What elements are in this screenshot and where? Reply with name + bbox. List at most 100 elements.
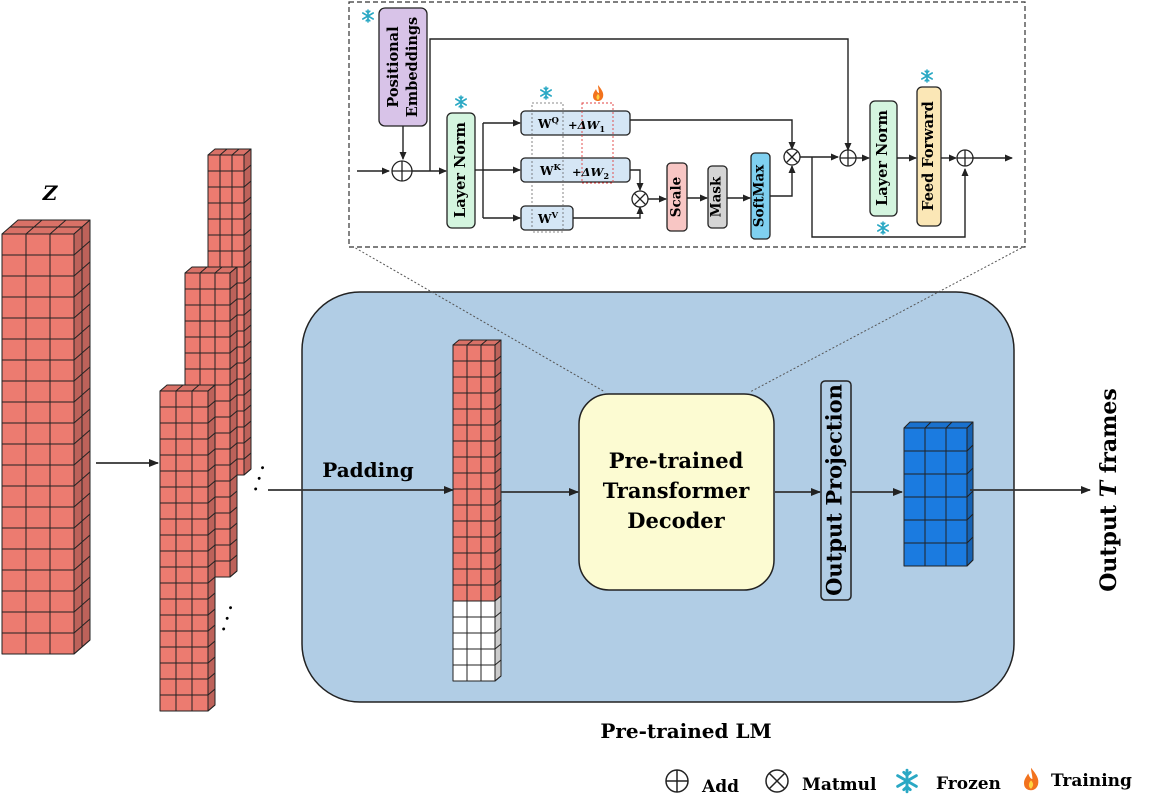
positional-embeddings-label-1: Positional [385, 26, 402, 108]
cube-grid-line [243, 468, 252, 476]
output-projection-box [820, 380, 852, 601]
cube-grid-line [494, 467, 502, 474]
cube-grid-line [243, 436, 252, 444]
cube-grid-line [494, 451, 502, 458]
legend-training-icon [1024, 767, 1039, 791]
cube-grid-line [494, 611, 502, 618]
inset-connector-left [351, 245, 606, 393]
cube-grid-line [207, 608, 216, 616]
cube-grid-line [466, 339, 474, 346]
cube-grid-line [207, 672, 216, 680]
cube-grid-line [966, 559, 974, 567]
cube-grid-line [207, 464, 216, 472]
cube-grid-line [480, 339, 488, 346]
cube-grid-line [229, 314, 238, 322]
cube-grid-line [229, 458, 238, 466]
layer-norm-label-2: Layer Norm [874, 109, 891, 205]
cube-grid-line [966, 536, 974, 544]
cube-grid-line [229, 474, 238, 482]
cube-grid-line [494, 499, 502, 506]
cube-grid-line [207, 512, 216, 520]
legend-frozen-label: Frozen [936, 774, 1001, 794]
cube-grid-line [191, 384, 200, 392]
wq-label: WQ [537, 116, 559, 131]
cube-grid-line [243, 356, 252, 364]
add-op-3 [956, 149, 974, 167]
cube-grid-line [207, 640, 216, 648]
wk-label: WK [539, 163, 561, 178]
cube-grid-line [229, 282, 238, 290]
cube-grid-line [243, 180, 252, 188]
cube-grid-line [229, 362, 238, 370]
cube-grid-line [207, 544, 216, 552]
legend-add-label: Add [701, 777, 739, 797]
legend-frozen-icon [896, 768, 918, 794]
stack-padded-side-1 [494, 595, 502, 682]
output-projection-label: Output Projection [822, 384, 847, 596]
cube-grid-line [207, 400, 216, 408]
dw1-label: +ΔW1 [568, 118, 605, 134]
cube-grid-line [229, 394, 238, 402]
positional-embeddings-label-2: Embeddings [404, 17, 421, 117]
legend-matmul-label: Matmul [802, 775, 877, 795]
cube-grid-line [243, 372, 252, 380]
cube-grid-line [207, 704, 216, 712]
stack-padded-top [452, 339, 502, 346]
cube-grid-line [243, 292, 252, 300]
cube-grid-line [207, 688, 216, 696]
cube-grid-line [231, 148, 240, 156]
cube-grid-line [207, 528, 216, 536]
scale-box [666, 162, 688, 232]
feed-forward-box [916, 86, 942, 227]
legend: Add Matmul Frozen Training [665, 767, 1132, 797]
cube-grid-line [229, 490, 238, 498]
cube-grid-line [243, 340, 252, 348]
dw2-label: +ΔW2 [572, 165, 609, 181]
cube-grid-line [494, 675, 502, 682]
add-op-2 [839, 149, 857, 167]
cube-grid-line [229, 346, 238, 354]
cube-grid-line [494, 547, 502, 554]
training-weights-frame [581, 102, 614, 184]
cube-grid-line [966, 444, 974, 452]
lm-label: Pre-trained LM [600, 719, 771, 743]
cube-grid-line [494, 387, 502, 394]
cube-grid-line [243, 420, 252, 428]
cube-grid-line [229, 410, 238, 418]
input-z-label: Z [42, 181, 59, 205]
cube-grid-line [207, 432, 216, 440]
wq-box [520, 110, 631, 136]
mask-box [707, 165, 728, 229]
cube-grid-line [966, 467, 974, 475]
cube-grid-line [945, 421, 953, 429]
cube-grid-line [207, 448, 216, 456]
token-cube-stacks [1, 148, 974, 712]
cube-grid-line [207, 416, 216, 424]
cube-grid-line [966, 513, 974, 521]
wv-label: WV [537, 211, 558, 226]
cube-grid-line [229, 506, 238, 514]
scale-label: Scale [669, 177, 685, 217]
cube-grid-line [207, 480, 216, 488]
feed-forward-label: Feed Forward [920, 101, 937, 211]
decoder-title-line2: Transformer [603, 478, 751, 503]
stack-output-top [903, 421, 974, 429]
cube-grid-line [494, 563, 502, 570]
stack-front-top [159, 384, 216, 392]
cube-grid-line [229, 442, 238, 450]
cube-grid-line [494, 579, 502, 586]
cube-grid-line [243, 196, 252, 204]
stack-mid-side-0 [229, 266, 238, 578]
cube-grid-line [229, 330, 238, 338]
cube-grid-line [243, 260, 252, 268]
output-frames-label: Output T frames [1096, 388, 1122, 592]
cube-grid-line [229, 426, 238, 434]
cube-grid-line [494, 435, 502, 442]
mask-label: Mask [709, 176, 725, 217]
legend-training-label: Training [1051, 771, 1132, 791]
cube-grid-line [207, 560, 216, 568]
matmul-op-1 [631, 190, 649, 208]
cube-grid-line [494, 419, 502, 426]
decoder-title-line1: Pre-trained [609, 448, 744, 473]
